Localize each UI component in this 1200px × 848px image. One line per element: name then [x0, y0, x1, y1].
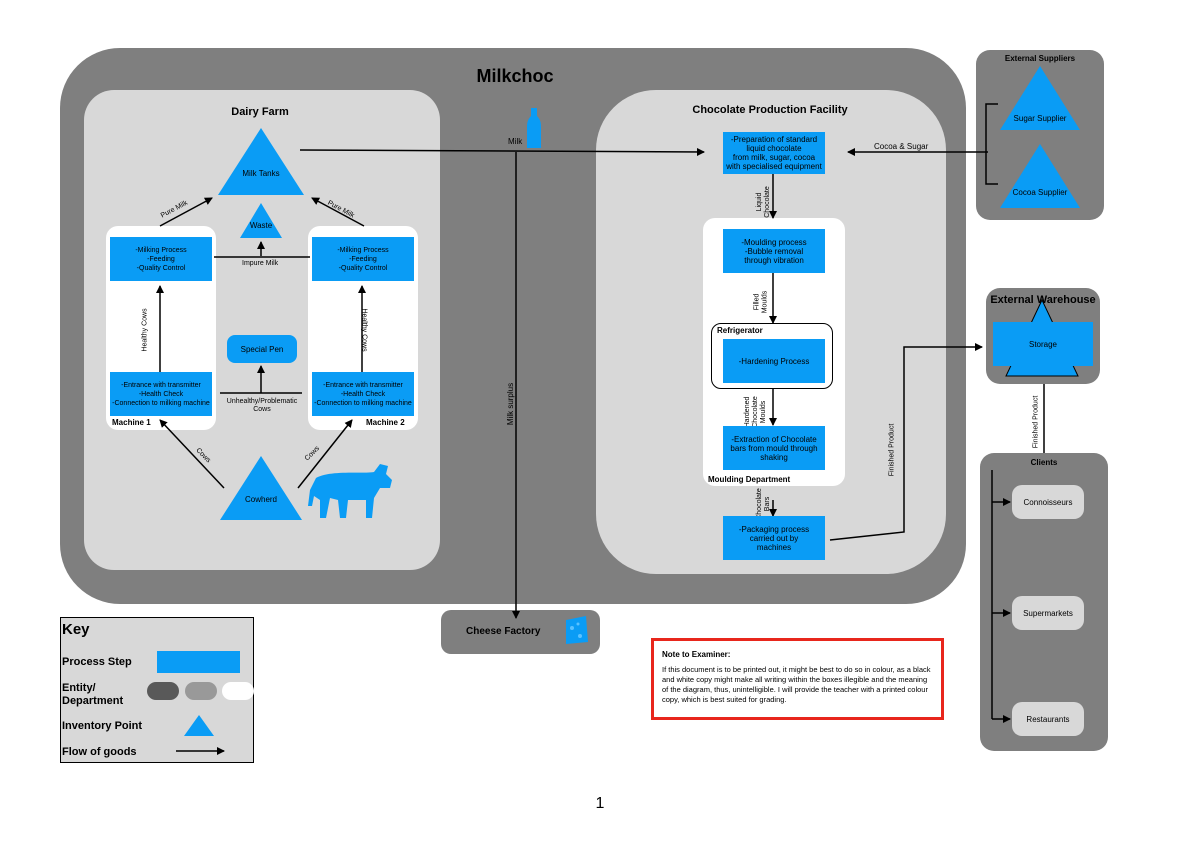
- key-entity-swatch-mid: [185, 682, 217, 700]
- external-suppliers-title: External Suppliers: [1004, 54, 1076, 63]
- cocoa-sugar-label: Cocoa & Sugar: [874, 142, 929, 151]
- arrow-cows-right: [297, 419, 353, 489]
- liquid-chocolate-label: Liquid Chocolate: [755, 186, 771, 218]
- prep-step: -Preparation of standard liquid chocolat…: [723, 132, 825, 174]
- note-body: If this document is to be printed out, i…: [662, 665, 931, 704]
- dairy-farm-title: Dairy Farm: [231, 106, 289, 118]
- milk-bottle-icon: [527, 108, 541, 148]
- packaging-step: -Packaging process carried out by machin…: [723, 516, 825, 560]
- external-warehouse-title: External Warehouse: [990, 294, 1096, 306]
- cow-icon: [308, 464, 392, 518]
- arrow-cows-left: [159, 419, 225, 489]
- refrigerator-label: Refrigerator: [717, 326, 763, 335]
- machine-1-label: Machine 1: [112, 418, 151, 427]
- milk-label: Milk: [508, 137, 523, 146]
- extraction-step: -Extraction of Chocolate bars from mould…: [723, 426, 825, 470]
- healthy-cows-left-label: Healthy Cows: [141, 308, 149, 352]
- finished-product-label: Finished Product: [888, 423, 896, 477]
- moulding-department-label: Moulding Department: [708, 475, 791, 484]
- client-connoisseurs: Connoisseurs: [1012, 485, 1084, 519]
- arrow-milk: [299, 147, 705, 156]
- moulding-step: -Moulding process -Bubble removal throug…: [723, 229, 825, 273]
- cheese-icon: [566, 616, 588, 644]
- finished-product-2-label: Finished Product: [1032, 395, 1040, 449]
- machine-2-top-step: -Milking Process -Feeding -Quality Contr…: [312, 237, 414, 281]
- storage-step: Storage: [993, 322, 1093, 366]
- milk-tanks-triangle: [218, 128, 304, 195]
- page-number: 1: [595, 795, 605, 812]
- sugar-supplier-label: Sugar Supplier: [1013, 114, 1067, 123]
- hardened-moulds-label: Hardened Chocolate Moulds: [743, 396, 767, 428]
- waste-label: Waste: [249, 221, 273, 230]
- cowherd-label: Cowherd: [244, 495, 277, 504]
- machine-2-label: Machine 2: [366, 418, 405, 427]
- impure-milk-label: Impure Milk: [242, 260, 279, 267]
- note-title: Note to Examiner:: [662, 650, 731, 659]
- clients-title: Clients: [1030, 458, 1058, 467]
- waste-triangle: [240, 203, 282, 238]
- arrow-pure-milk-left: [159, 197, 213, 227]
- key-title: Key: [62, 621, 90, 638]
- client-supermarkets: Supermarkets: [1012, 596, 1084, 630]
- key-entity-swatch-dark: [147, 682, 179, 700]
- sugar-supplier-triangle: [1000, 66, 1080, 130]
- client-restaurants: Restaurants: [1012, 702, 1084, 736]
- cowherd-triangle: [220, 456, 302, 520]
- machine-1-top-step: -Milking Process -Feeding -Quality Contr…: [110, 237, 212, 281]
- supplier-bracket: [985, 103, 998, 185]
- milk-surplus-label: Milk surplus: [506, 382, 516, 426]
- cocoa-supplier-triangle: [1000, 144, 1080, 208]
- key-inventory-triangle: [184, 715, 214, 736]
- key-process-step-label: Process Step: [62, 656, 132, 668]
- arrow-finished-product: [829, 343, 983, 541]
- key-flow-label: Flow of goods: [62, 746, 137, 758]
- special-pen: Special Pen: [227, 335, 297, 363]
- unhealthy-cows-label: Unhealthy/Problematic Cows: [226, 398, 298, 413]
- arrow-pure-milk-right: [311, 197, 365, 227]
- machine-2-bottom-step: -Entrance with transmitter -Health Check…: [312, 372, 414, 416]
- milk-tanks-label: Milk Tanks: [242, 169, 280, 178]
- key-process-step-swatch: [157, 651, 240, 673]
- hardening-step: -Hardening Process: [723, 339, 825, 383]
- machine-1-bottom-step: -Entrance with transmitter -Health Check…: [110, 372, 212, 416]
- company-title: Milkchoc: [476, 66, 554, 86]
- healthy-cows-right-label: Healthy Cows: [360, 308, 368, 352]
- cheese-factory-title: Cheese Factory: [466, 626, 541, 637]
- key-entity-label: Entity/ Department: [62, 682, 124, 707]
- cocoa-supplier-label: Cocoa Supplier: [1012, 188, 1068, 197]
- filled-moulds-label: Filled Moulds: [753, 290, 769, 314]
- chocolate-facility-title: Chocolate Production Facility: [692, 104, 848, 116]
- key-entity-swatch-light: [222, 682, 254, 700]
- note-box: Note to Examiner: If this document is to…: [651, 638, 944, 720]
- key-inventory-label: Inventory Point: [62, 720, 143, 732]
